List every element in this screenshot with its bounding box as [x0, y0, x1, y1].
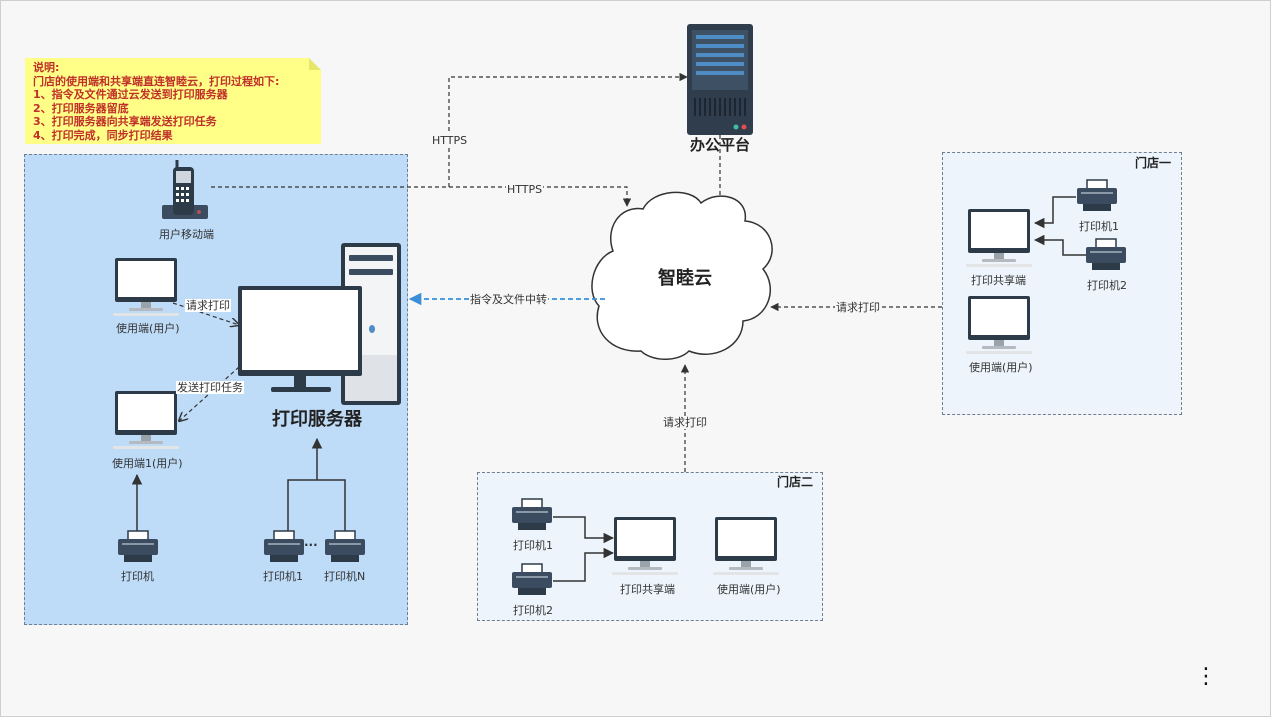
printer-icon	[117, 530, 159, 563]
note-title: 说明:	[33, 61, 60, 74]
store1-region	[942, 152, 1182, 415]
print-server-computer-icon	[238, 243, 401, 405]
mobile-phone-icon	[162, 160, 208, 219]
client1-label: 使用端1(用户)	[112, 457, 183, 470]
store2-client-label: 使用端(用户)	[717, 583, 781, 596]
store1-printer1-icon	[1076, 179, 1118, 212]
printerN-label: 打印机N	[324, 570, 366, 583]
edge-client-print-server	[172, 302, 239, 325]
note-step-3: 3、打印服务器向共享端发送打印任务	[33, 115, 217, 128]
mobile-label: 用户移动端	[159, 228, 214, 241]
edge-https-mobile-office	[448, 72, 688, 187]
store1-printer1-label: 打印机1	[1079, 220, 1119, 233]
print-server-label: 打印服务器	[272, 409, 362, 430]
store2-share-monitor-icon	[612, 517, 678, 575]
cloud-label: 智睦云	[658, 268, 712, 289]
client-monitor-icon	[113, 258, 179, 316]
edge-label-cmd-transfer: 指令及文件中转	[469, 293, 548, 306]
printer1-icon	[263, 530, 305, 563]
explanation-note: 说明: 门店的使用端和共享端直连智睦云，打印过程如下: 1、指令及文件通过云发送…	[25, 58, 321, 144]
edge-label-https-mid: HTTPS	[506, 183, 544, 196]
printers-ellipsis: ···	[304, 538, 318, 552]
store1-client-monitor-icon	[966, 296, 1032, 354]
store2-printer1-icon	[511, 498, 553, 531]
store2-printer2-icon	[511, 563, 553, 596]
client1-monitor-icon	[113, 391, 179, 449]
office-server-icon	[687, 24, 753, 135]
printer1-label: 打印机1	[263, 570, 303, 583]
edge-label-send-task: 发送打印任务	[176, 381, 244, 394]
edge-print-server-client1	[179, 366, 240, 421]
edge-label-req-print-store2: 请求打印	[662, 416, 708, 429]
client-label: 使用端(用户)	[116, 322, 180, 335]
note-intro: 门店的使用端和共享端直连智睦云，打印过程如下:	[33, 74, 280, 88]
cloud-icon	[591, 191, 773, 360]
edge-label-req-print-hq: 请求打印	[185, 299, 231, 312]
store2-printer1-label: 打印机1	[513, 539, 553, 552]
store2-title: 门店二	[777, 475, 814, 489]
note-step-4: 4、打印完成，同步打印结果	[33, 128, 173, 142]
store1-printer2-icon	[1085, 238, 1127, 271]
store1-printer2-label: 打印机2	[1087, 279, 1127, 292]
printerN-icon	[324, 530, 366, 563]
note-fold-corner	[309, 58, 321, 70]
edge-store1-printer1-share	[1033, 196, 1076, 229]
store1-title: 门店一	[1135, 156, 1172, 170]
edge-printers-print-server	[287, 439, 346, 531]
edge-store2-printer1-share	[553, 516, 615, 544]
store2-client-monitor-icon	[713, 517, 779, 575]
edge-https-mobile-cloud	[211, 186, 632, 207]
store2-printer2-label: 打印机2	[513, 604, 553, 617]
edge-label-https-top: HTTPS	[431, 134, 469, 147]
store1-client-label: 使用端(用户)	[969, 361, 1033, 374]
store1-share-label: 打印共享端	[971, 274, 1026, 287]
edge-store2-printer2-share	[553, 547, 615, 582]
more-options-dots[interactable]: ⋮	[1195, 664, 1217, 689]
office-platform-label: 办公平台	[690, 136, 751, 154]
note-step-2: 2、打印服务器留底	[33, 101, 129, 115]
edge-store1-printer2-share	[1033, 234, 1087, 256]
printer-label: 打印机	[121, 570, 154, 583]
note-step-1: 1、指令及文件通过云发送到打印服务器	[33, 88, 228, 101]
store2-share-label: 打印共享端	[620, 583, 675, 596]
store1-share-monitor-icon	[966, 209, 1032, 267]
edge-label-req-print-store1: 请求打印	[835, 301, 881, 314]
